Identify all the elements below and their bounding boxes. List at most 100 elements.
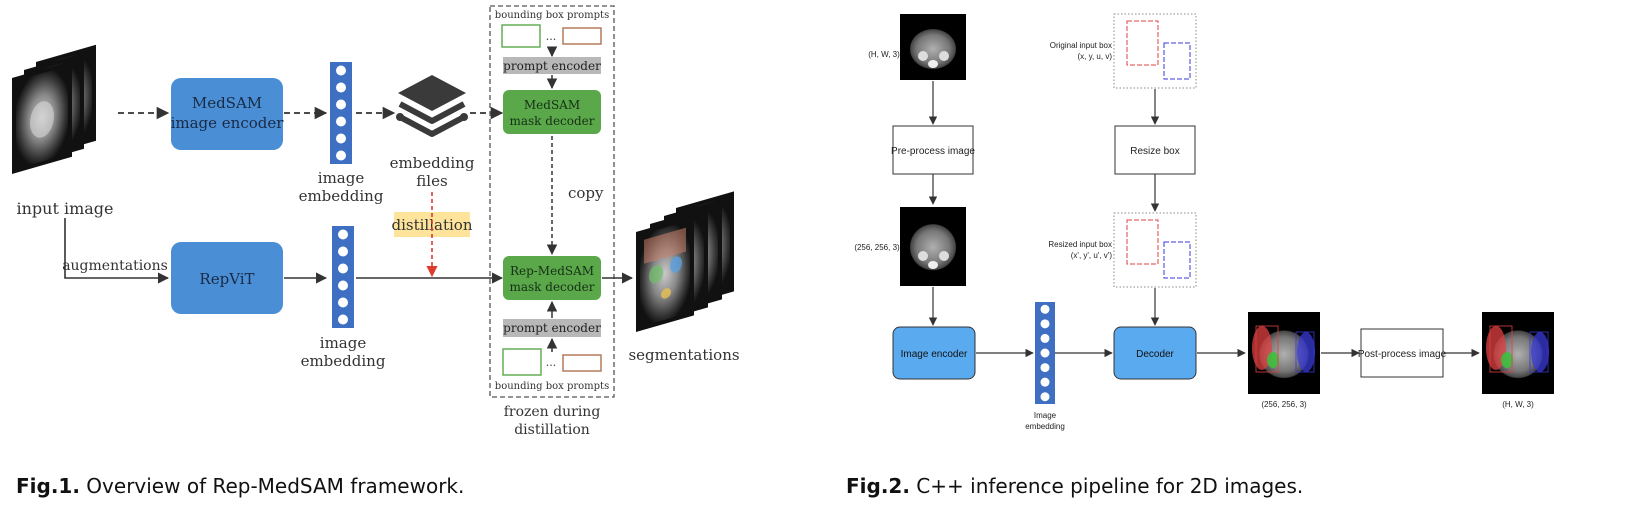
medsam-mask-decoder-box — [503, 90, 601, 134]
resized-box-label-1: Resized input box — [1048, 240, 1112, 249]
mask-shape-label: (256, 256, 3) — [1261, 400, 1307, 409]
image-encoder-box — [892, 326, 976, 380]
image-encoder-label: Image encoder — [901, 349, 968, 360]
prompts-bottom-label: bounding box prompts — [495, 381, 609, 392]
fig2-embedding-bar — [1035, 302, 1055, 404]
fig2-embedding-label-2: embedding — [1025, 422, 1065, 431]
mask-output-thumbnail — [1248, 312, 1320, 394]
output-shape-label: (H, W, 3) — [1502, 400, 1534, 409]
segmentations-label: segmentations — [628, 346, 739, 364]
repmedsam-decoder-label-2: mask decoder — [509, 280, 594, 294]
embedding-bottom-label-2: embedding — [301, 352, 386, 370]
frozen-frame — [489, 5, 615, 398]
embedding-cell — [336, 65, 346, 76]
ellipsis-bottom: ... — [546, 356, 557, 369]
embedding-files-label-1: embedding — [390, 154, 475, 172]
resized-box-red — [1126, 219, 1159, 265]
embedding-cell — [336, 150, 346, 161]
prompt-encoder-bottom-label: prompt encoder — [503, 321, 601, 335]
embedding-cell — [336, 99, 346, 110]
embedding-cell — [1040, 319, 1050, 329]
embedding-cell — [336, 116, 346, 127]
fig1-caption-bold: Fig.1. — [16, 474, 80, 498]
fig2-diagram: (H, W, 3) Pre-process image (256, 256, 3… — [854, 13, 1554, 431]
repvit-label: RepViT — [199, 270, 254, 288]
repvit-box — [171, 242, 283, 314]
image-embedding-bar-bottom — [332, 226, 354, 328]
prompt-box-green-top — [501, 24, 541, 48]
embedding-cell — [338, 297, 348, 308]
embedding-files-icon — [396, 75, 468, 137]
embedding-bar-body — [330, 62, 352, 164]
fig2-caption-bold: Fig.2. — [846, 474, 910, 498]
segmentations-stack — [636, 191, 734, 332]
frozen-label-2: distillation — [514, 422, 590, 438]
decoder-label: Decoder — [1136, 349, 1174, 360]
embedding-cell — [338, 246, 348, 257]
prompt-encoder-top-label: prompt encoder — [503, 59, 601, 73]
embedding-cell — [1040, 363, 1050, 373]
embedding-cell — [338, 280, 348, 291]
prompt-box-brown-bottom — [562, 354, 602, 372]
medsam-image-encoder-box — [171, 78, 283, 150]
final-output-thumbnail — [1482, 312, 1554, 394]
embedding-top-label-2: embedding — [299, 187, 384, 205]
decoder-box — [1113, 326, 1197, 380]
resize-box — [1114, 125, 1196, 175]
prompt-box-brown-top — [562, 27, 602, 45]
prompts-top-label: bounding box prompts — [495, 10, 609, 21]
medsam-decoder-label-1: MedSAM — [524, 98, 580, 112]
original-box-red — [1126, 20, 1159, 66]
embedding-cell — [1040, 348, 1050, 358]
postprocess-label: Post-process image — [1358, 349, 1447, 360]
prompt-encoder-top-box — [503, 57, 601, 74]
fig2-embedding-label-1: Image — [1034, 411, 1057, 420]
resized-shape-label: (256, 256, 3) — [854, 243, 900, 252]
embedding-top-label-1: image — [318, 169, 365, 187]
original-box-blue — [1163, 42, 1191, 80]
fig2-caption-text: C++ inference pipeline for 2D images. — [909, 474, 1304, 498]
medsam-encoder-label-2: image encoder — [171, 114, 285, 132]
medsam-encoder-label-1: MedSAM — [192, 94, 262, 112]
input-shape-label: (H, W, 3) — [868, 50, 900, 59]
embedding-cell — [338, 263, 348, 274]
fig1-caption-text: Overview of Rep-MedSAM framework. — [79, 474, 465, 498]
resized-box-label-2: (x', y', u', v') — [1071, 251, 1113, 260]
embedding-cell — [338, 229, 348, 240]
embedding-cell — [1040, 392, 1050, 402]
original-box-label-1: Original input box — [1050, 41, 1112, 50]
arrow-augmentations — [64, 218, 170, 284]
original-box-label-2: (x, y, u, v) — [1077, 52, 1112, 61]
resize-box-label: Resize box — [1130, 146, 1179, 157]
preprocess-box — [892, 125, 974, 175]
fig2-caption: Fig.2. C++ inference pipeline for 2D ima… — [846, 474, 1303, 498]
augmentations-label: augmentations — [62, 258, 168, 274]
input-ct-stack — [12, 44, 96, 174]
resized-box-blue — [1163, 241, 1191, 279]
postprocess-box — [1360, 328, 1444, 378]
image-embedding-bar-top — [330, 62, 352, 164]
fig1-diagram: input image MedSAM image encoder image e… — [12, 5, 740, 438]
embedding-cell — [1040, 304, 1050, 314]
copy-label: copy — [568, 184, 604, 202]
embedding-cell — [1040, 333, 1050, 343]
prompt-encoder-bottom-box — [503, 319, 601, 337]
repmedsam-mask-decoder-box — [503, 256, 601, 300]
medsam-decoder-label-2: mask decoder — [509, 114, 594, 128]
distillation-label: distillation — [392, 216, 473, 234]
original-box-frame — [1113, 13, 1197, 89]
embedding-cell — [338, 314, 348, 325]
embedding-cell — [336, 82, 346, 93]
preprocess-label: Pre-process image — [891, 146, 975, 157]
input-image-label: input image — [16, 199, 113, 218]
embedding-cell — [336, 133, 346, 144]
embedding-cell — [1040, 377, 1050, 387]
embedding-bottom-label-1: image — [320, 334, 367, 352]
embedding-files-label-2: files — [416, 172, 447, 190]
prompt-box-green-bottom — [502, 348, 542, 376]
embedding-bar-body — [332, 226, 354, 328]
ct-resized-thumbnail — [900, 207, 966, 286]
resized-box-frame — [1113, 212, 1197, 288]
ct-input-thumbnail — [900, 14, 966, 80]
